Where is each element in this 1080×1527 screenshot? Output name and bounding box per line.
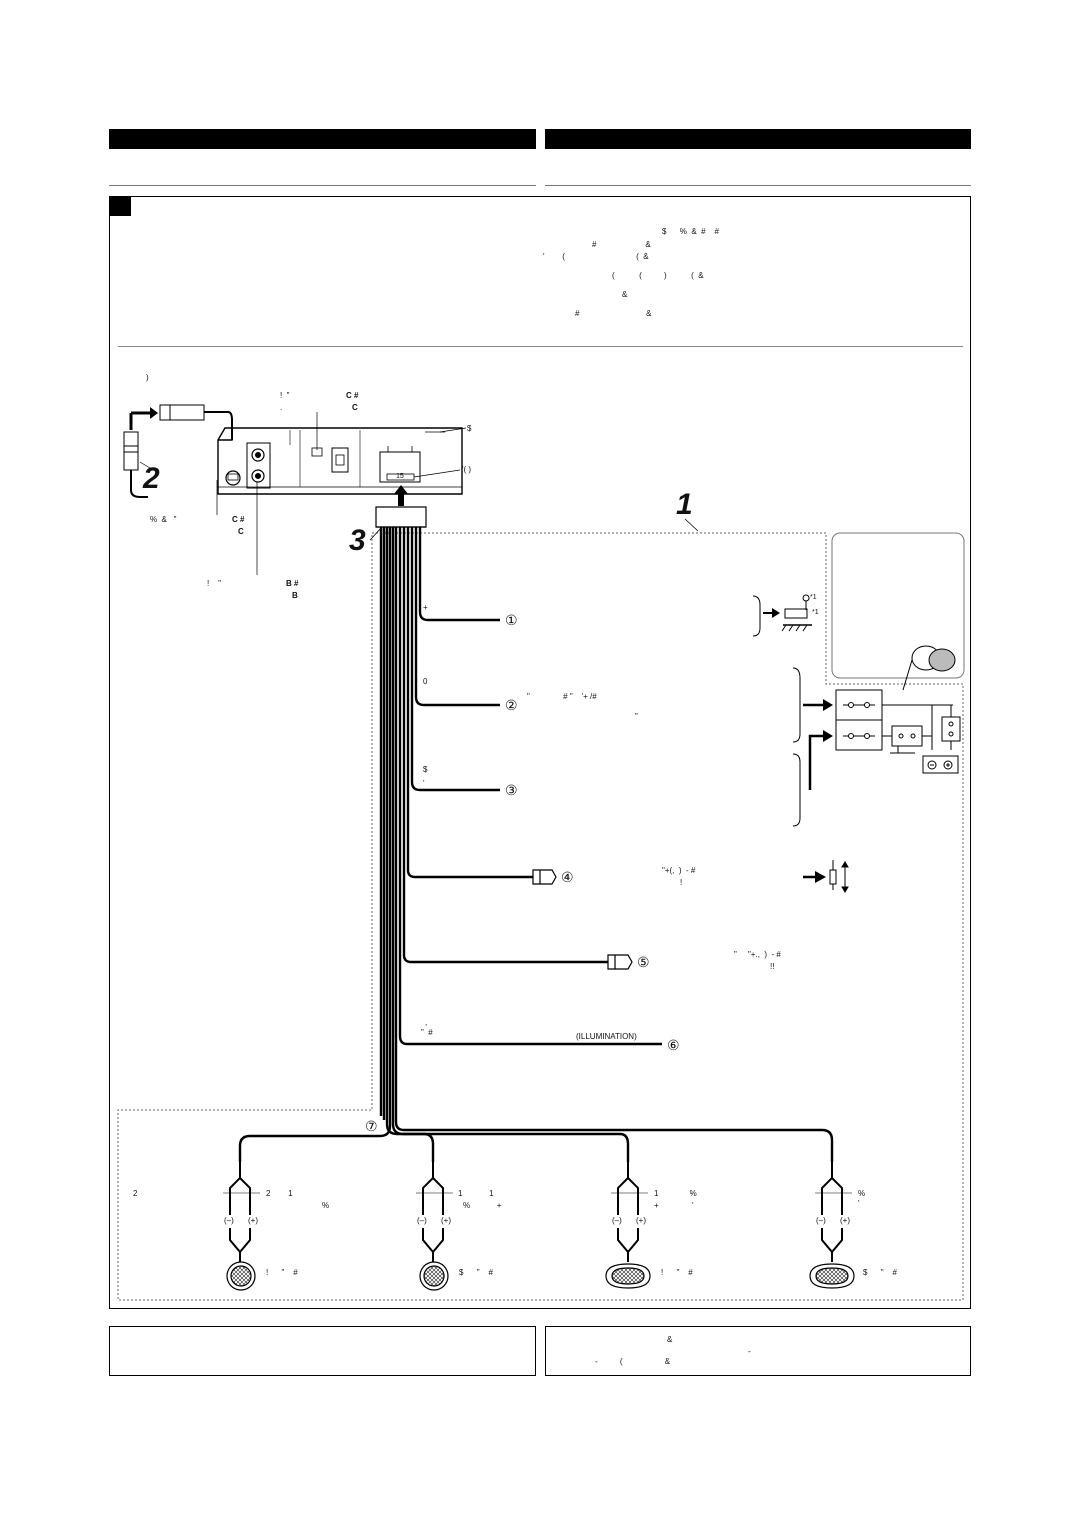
- bottom-left-note-box: [109, 1326, 536, 1376]
- wire-3-top-label: $: [423, 765, 428, 774]
- speakers: [226, 1261, 855, 1291]
- speaker-4-label-2: ': [858, 1199, 860, 1208]
- speaker-4-name: $ " #: [863, 1268, 897, 1277]
- speaker-1-label-1: 2 1: [266, 1189, 293, 1198]
- wire-6-number: ⑥: [667, 1037, 680, 1053]
- unit-rear-panel: [217, 427, 463, 495]
- wire-1-number: ①: [505, 612, 518, 628]
- speaker-2-label-2: % +: [463, 1201, 502, 1210]
- wire-5-sub: !!: [770, 962, 775, 971]
- speaker-3-label-1: 1 %: [654, 1189, 697, 1198]
- step-number-2: 2: [143, 462, 160, 495]
- line-out-label: ! ": [207, 579, 221, 588]
- speaker-1-name: ! " #: [266, 1268, 298, 1277]
- step-number-1: 1: [676, 488, 693, 521]
- intro-line-2: # &: [592, 240, 651, 249]
- speaker-left-label: 2: [133, 1189, 138, 1198]
- intro-line-6: # &: [575, 309, 652, 318]
- caution-bubble: [831, 532, 965, 679]
- antenna-connector: [123, 404, 233, 498]
- wire-1-label: +: [423, 603, 428, 612]
- ref-b-1: B #: [286, 579, 299, 588]
- ground-screw: [752, 594, 812, 637]
- bottom-right-note-box: [545, 1326, 971, 1376]
- speaker-4-minus: (–): [816, 1216, 826, 1225]
- speaker-1-plus: (+): [248, 1216, 258, 1225]
- ground-note-2: *1: [812, 609, 819, 616]
- left-subtitle-rule: [109, 185, 536, 186]
- ref-c-1: C #: [346, 391, 359, 400]
- speaker-2-name: $ " #: [459, 1268, 493, 1277]
- speaker-4-plus: (+): [840, 1216, 850, 1225]
- left-title-bar: [109, 129, 536, 149]
- wire-6-label-b: " #: [421, 1028, 433, 1037]
- ref-c-4: C: [238, 527, 244, 536]
- intro-divider: [118, 346, 963, 347]
- step-number-3: 3: [349, 524, 366, 557]
- speaker-forks: [229, 1162, 843, 1262]
- wire-2-number: ②: [505, 697, 518, 713]
- speaker-4-label-1: %: [858, 1189, 866, 1198]
- speaker-1-minus: (–): [224, 1216, 234, 1225]
- illumination-label: (ILLUMINATION): [576, 1032, 637, 1041]
- intro-line-5: &: [622, 290, 628, 299]
- wire-5-description: " "+., ) - #: [734, 950, 781, 959]
- wire-2-top-label: 0: [423, 677, 428, 686]
- wire-7-number: ⑦: [365, 1118, 378, 1134]
- wire-bundle: [238, 527, 834, 1162]
- speaker-2-label-1: 1 1: [458, 1189, 494, 1198]
- wire-4-number: ④: [561, 869, 574, 885]
- ground-note-1: *1: [810, 594, 817, 601]
- intro-line-3: ' ( ( &: [543, 252, 649, 261]
- right-title-bar: [545, 129, 971, 149]
- intro-line-4: ( ( ) ( &: [612, 271, 704, 280]
- wire-3-sub: ': [423, 779, 425, 788]
- speaker-2-minus: (–): [417, 1216, 427, 1225]
- bottom-note-line-1: &: [667, 1335, 673, 1344]
- wire-2-sub: ": [635, 712, 638, 721]
- wire-3-number: ③: [505, 782, 518, 798]
- speaker-3-name: ! " #: [661, 1268, 693, 1277]
- fuse-paren-label: '( ): [462, 465, 472, 474]
- fuse-value: 15: [396, 473, 404, 480]
- wire-2-description: " # " '+ /#: [527, 692, 597, 701]
- antenna-sublabel: .: [280, 403, 283, 412]
- wire-6-label-a: ,: [425, 1018, 428, 1027]
- harness-connector: [375, 485, 427, 528]
- leader-lines: [139, 412, 467, 575]
- right-subtitle-rule: [545, 185, 971, 186]
- main-frame: [109, 196, 971, 1309]
- speaker-1-label-2: %: [322, 1201, 330, 1210]
- ref-b-2: B: [292, 591, 298, 600]
- ref-c-3: C #: [232, 515, 245, 524]
- section-marker: [110, 197, 131, 216]
- lower-left-label: % & ": [150, 515, 177, 524]
- female-terminals: [532, 869, 633, 970]
- power-antenna: [803, 860, 849, 893]
- speaker-3-minus: (–): [612, 1216, 622, 1225]
- wire-4-sub: !: [680, 878, 683, 887]
- bottom-note-line-2: -: [748, 1347, 751, 1356]
- speaker-3-plus: (+): [636, 1216, 646, 1225]
- harness-dotted-outline: [117, 532, 964, 1301]
- wire-5-number: ⑤: [637, 954, 650, 970]
- dollar-label: $: [467, 424, 472, 433]
- wire-4-description: "+(, ) - #: [662, 866, 696, 875]
- ref-c-2: C: [352, 403, 358, 412]
- intro-line-1: $ % & # #: [662, 227, 719, 236]
- bottom-note-line-3: - ( &: [595, 1357, 671, 1366]
- speaker-2-plus: (+): [441, 1216, 451, 1225]
- antenna-label: ! ": [280, 391, 290, 400]
- fuse-block: [792, 645, 961, 827]
- unit-label-top-left: ): [146, 373, 149, 382]
- speaker-3-label-2: + ': [654, 1201, 694, 1210]
